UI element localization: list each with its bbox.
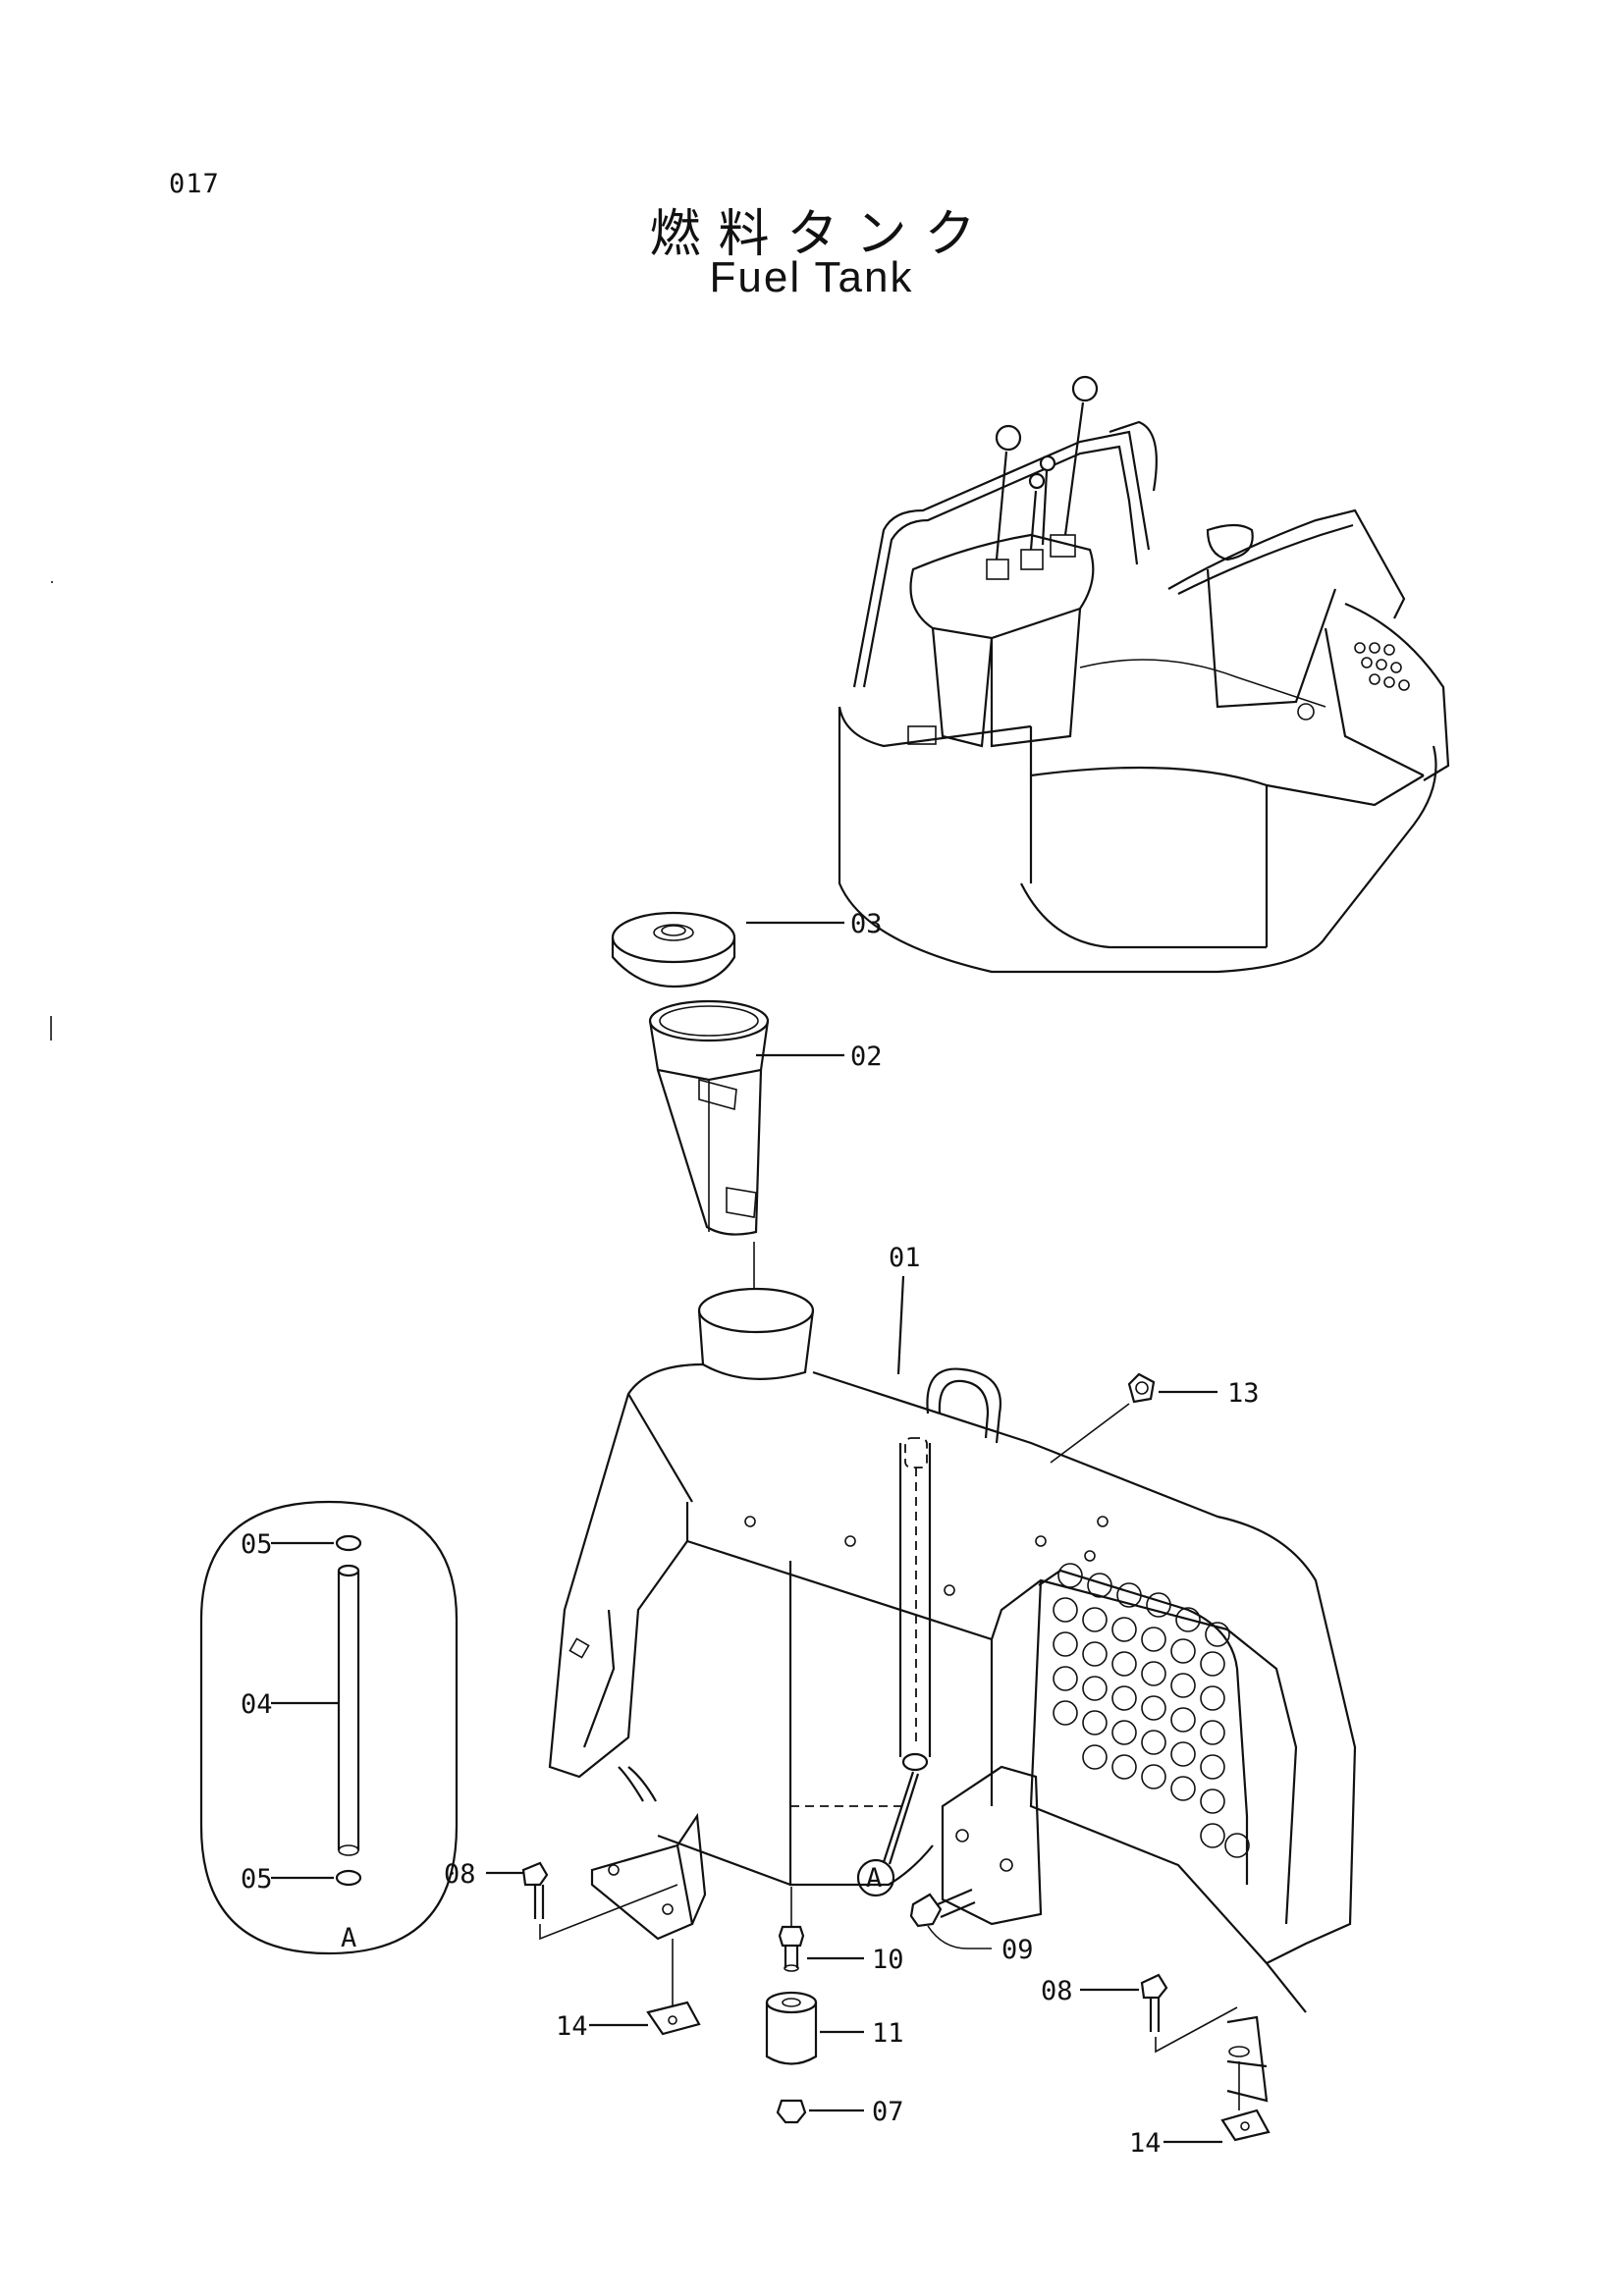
part-label-03: 03 bbox=[850, 909, 883, 939]
part-label-08-right: 08 bbox=[1041, 1976, 1073, 2006]
tank-screen-grille bbox=[1038, 1563, 1250, 1885]
part-label-02: 02 bbox=[850, 1041, 883, 1072]
diagram-title-english: Fuel Tank bbox=[709, 253, 914, 301]
screen-holes-overview bbox=[1354, 642, 1410, 691]
detail-a-caption: A bbox=[341, 1923, 356, 1953]
part-label-10: 10 bbox=[872, 1945, 904, 1975]
part-label-08-left: 08 bbox=[444, 1859, 476, 1890]
part-label-14-left: 14 bbox=[556, 2011, 588, 2042]
part-label-05-top: 05 bbox=[241, 1529, 273, 1560]
part-label-04: 04 bbox=[241, 1689, 273, 1720]
machine-overview-illustration bbox=[838, 375, 1450, 974]
fuel-strainer-part bbox=[648, 999, 770, 1236]
right-bracket-assembly bbox=[1140, 1973, 1271, 2142]
left-bracket-assembly bbox=[521, 1812, 707, 2036]
fuel-tank-part bbox=[548, 1287, 1357, 2013]
part-label-01: 01 bbox=[889, 1243, 921, 1273]
drain-parts bbox=[765, 1887, 818, 2124]
diagram-title-japanese: 燃料タンク bbox=[649, 205, 994, 264]
part-label-07: 07 bbox=[872, 2097, 904, 2127]
fuel-cap-part bbox=[611, 911, 736, 988]
part-label-11: 11 bbox=[872, 2018, 904, 2049]
part-label-14-right: 14 bbox=[1129, 2128, 1162, 2159]
part-label-09: 09 bbox=[1001, 1935, 1034, 1965]
part-label-13: 13 bbox=[1227, 1378, 1260, 1409]
bolt-part-09 bbox=[909, 1888, 992, 1949]
clip-part-13 bbox=[1127, 1372, 1156, 1404]
detail-a-bubble bbox=[199, 1500, 459, 1955]
part-label-05-bottom: 05 bbox=[241, 1864, 273, 1895]
callout-a-circle: A bbox=[866, 1863, 882, 1894]
page-number: 017 bbox=[169, 169, 220, 199]
